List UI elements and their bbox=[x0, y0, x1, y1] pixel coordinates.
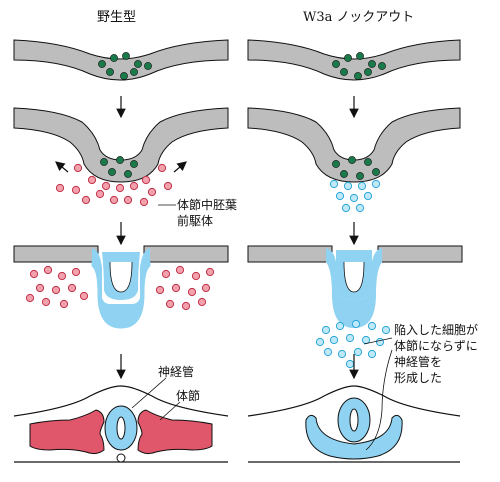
wt-stage3-precursor-cells bbox=[25, 265, 215, 311]
ko-stage1-green-cells bbox=[332, 52, 386, 80]
title-w3a-knockout: W3a ノックアウト bbox=[303, 10, 415, 25]
label-invaded-1: 陥入した細胞が bbox=[394, 323, 479, 337]
wt-stage1-ectoderm bbox=[13, 39, 229, 81]
wt-stage1-green-cells bbox=[98, 52, 152, 80]
wt-stage2-green-cells bbox=[100, 156, 138, 178]
title-wild-type: 野生型 bbox=[97, 10, 137, 25]
ko-invaded-leader-1 bbox=[363, 337, 393, 345]
label-somite-precursor-2: 前駆体 bbox=[177, 214, 214, 228]
wt-precursor-cells bbox=[55, 163, 173, 207]
ko-stage3-cyan-cells bbox=[315, 319, 391, 369]
label-neural-tube: 神経管 bbox=[158, 365, 195, 379]
wt-arrow-spread-right bbox=[173, 161, 187, 173]
wt-somite-leader bbox=[159, 401, 181, 421]
label-somite: 体節 bbox=[176, 389, 201, 403]
wt-neural-tube-leader bbox=[131, 377, 167, 409]
ko-stage2-cyan-cells bbox=[329, 179, 381, 213]
ko-invaded-leader-2 bbox=[365, 349, 393, 451]
wt-stage3 bbox=[13, 245, 229, 329]
label-invaded-2: 体節にならずに bbox=[394, 339, 478, 353]
ko-stage1-ectoderm bbox=[247, 39, 461, 81]
wt-stage4 bbox=[13, 385, 229, 463]
label-invaded-4: 形成した bbox=[394, 371, 443, 385]
label-invaded-3: 神経管を bbox=[394, 355, 443, 369]
wt-stage2-ectoderm bbox=[13, 107, 229, 183]
label-somite-precursor-1: 体節中胚葉 bbox=[177, 198, 238, 212]
ko-stage3 bbox=[247, 245, 463, 328]
ko-stage2-ectoderm bbox=[247, 107, 461, 183]
ko-stage2-green-cells bbox=[332, 156, 380, 180]
wt-arrow-spread-left bbox=[55, 161, 69, 173]
ko-stage4 bbox=[247, 385, 461, 463]
